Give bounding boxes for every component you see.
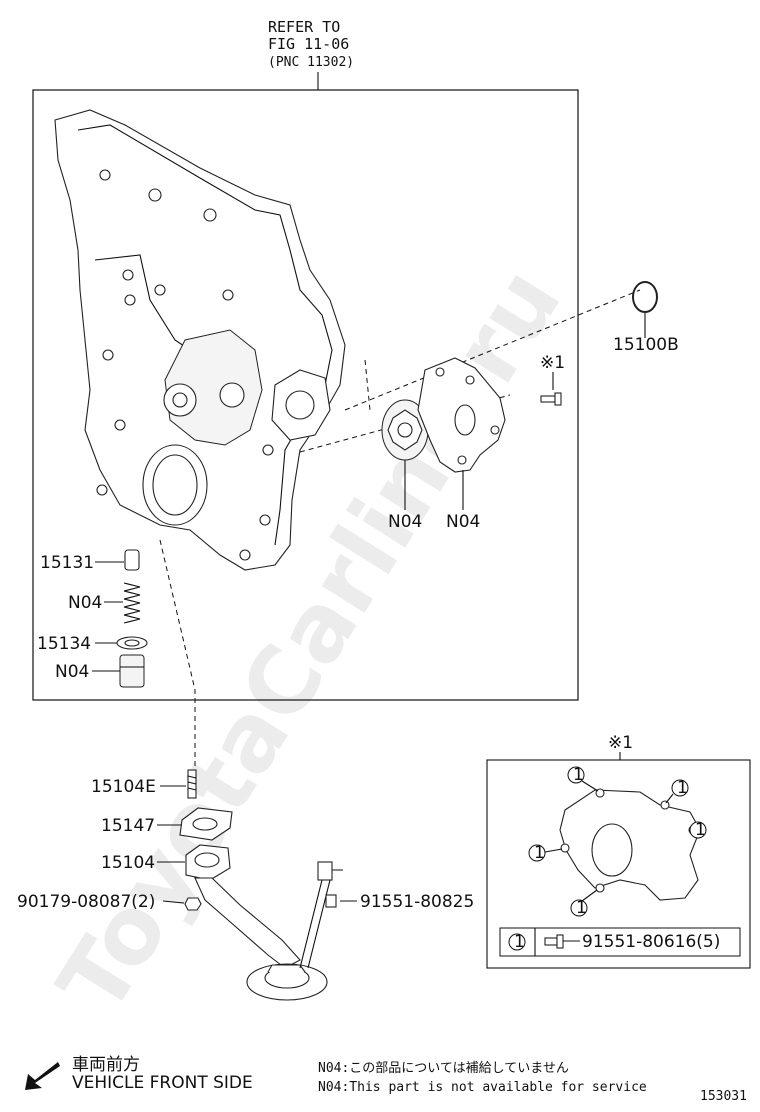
oil-pump-body-drawing [417, 357, 506, 473]
callout-markers: 1 1 1 1 1 [528, 765, 707, 918]
label-15131: 15131 [40, 553, 94, 573]
label-15104E: 15104E [91, 777, 156, 797]
timing-chain-cover-drawing [54, 109, 346, 571]
direction-jp: 車両前方 [72, 1055, 140, 1075]
assembly-frame [32, 89, 579, 701]
ref-mark-1: ※1 [540, 353, 565, 373]
note-jp: N04:この部品については補給していません [318, 1061, 569, 1076]
callout-1d: 1 [534, 843, 545, 863]
callout-1b: 1 [677, 778, 688, 798]
vehicle-front-arrow-icon [25, 1062, 60, 1090]
label-15104: 15104 [101, 853, 155, 873]
label-90179: 90179-08087(2) [17, 892, 155, 912]
relief-valve-parts [116, 549, 148, 688]
refer-line-2: FIG 11-06 [268, 35, 349, 53]
figure-number: 153031 [700, 1089, 747, 1104]
pump-bolt-drawing [540, 392, 562, 406]
note-en: N04:This part is not available for servi… [318, 1080, 647, 1095]
callout-1e: 1 [576, 898, 587, 918]
label-15100B: 15100B [613, 335, 679, 355]
legend-symbol: 1 [514, 932, 525, 952]
refer-line-3: (PNC 11302) [268, 55, 354, 70]
label-N04-plug: N04 [55, 662, 89, 682]
label-N04-rotor: N04 [388, 512, 422, 532]
direction-en: VEHICLE FRONT SIDE [72, 1073, 253, 1093]
oil-pump-rotor-drawing [381, 399, 429, 461]
callout-1c: 1 [695, 820, 706, 840]
refer-to-figure-note: REFER TO FIG 11-06 (PNC 11302) [268, 18, 354, 90]
detail-title: ※1 [608, 733, 633, 753]
o-ring-drawing [632, 281, 658, 313]
callout-1a: 1 [573, 765, 584, 785]
label-N04-spring: N04 [68, 593, 102, 613]
label-15147: 15147 [101, 816, 155, 836]
refer-line-1: REFER TO [268, 18, 340, 36]
label-91551-80825: 91551-80825 [360, 892, 474, 912]
legend-part-number: 91551-80616(5) [582, 932, 720, 952]
bolt-detail-inset: ※1 1 1 1 1 1 1 91 [486, 733, 751, 969]
label-N04-pump: N04 [446, 512, 480, 532]
oil-strainer-parts [179, 769, 343, 1001]
label-15134: 15134 [37, 634, 91, 654]
